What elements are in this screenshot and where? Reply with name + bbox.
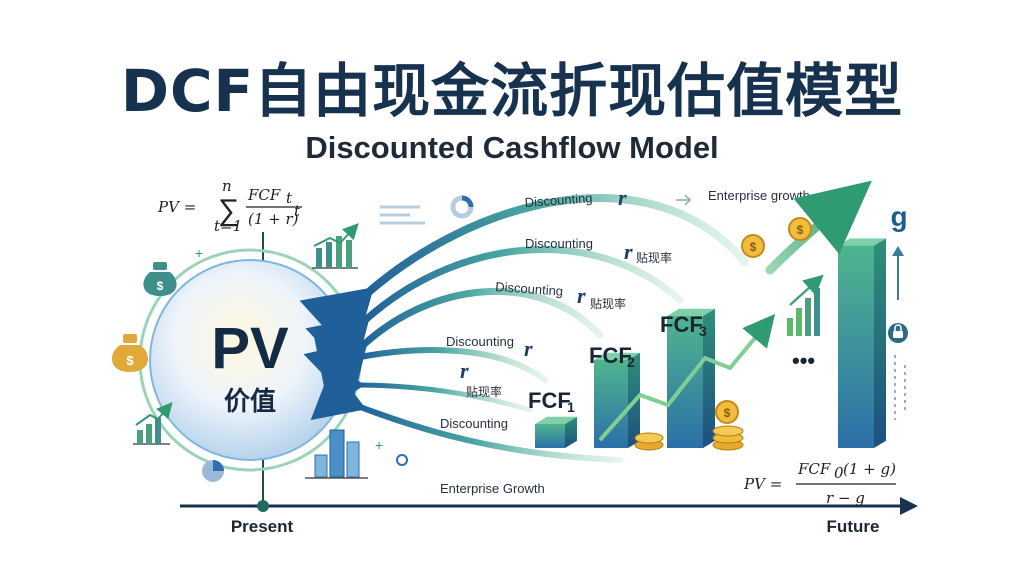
discounting-label-1: Discounting — [524, 190, 593, 210]
fcf-bar-top — [594, 352, 640, 360]
svg-text:FCF: FCF — [247, 186, 281, 204]
page-title: DCF自由现金流折现估值模型 — [120, 57, 904, 125]
small-arrow-icon — [676, 194, 692, 206]
svg-text:n: n — [222, 177, 232, 195]
discounting-label-5: Discounting — [440, 416, 508, 431]
discount-rate-label-1: 贴现率 — [636, 250, 672, 265]
fcf-bar-label: FCF — [589, 343, 632, 368]
svg-text:$: $ — [797, 223, 804, 237]
r-symbol-3: r — [577, 283, 586, 308]
discount-arrow-fcf3 — [299, 194, 749, 360]
svg-text:+: + — [375, 437, 383, 453]
svg-text:(1 + r): (1 + r) — [248, 210, 299, 228]
fcf-bar-side — [565, 416, 577, 448]
fcf-bar-side — [874, 238, 886, 448]
svg-text:r − g: r − g — [826, 489, 865, 507]
r-symbol-5: r — [460, 358, 469, 383]
lock-icon — [888, 323, 908, 343]
fcf-bar-side — [703, 308, 715, 448]
dotted-lines-right — [894, 355, 906, 420]
r-symbol-1: r — [618, 185, 627, 210]
discount-arrow-fcf2 — [303, 287, 604, 405]
donut-chart-icon — [450, 195, 474, 219]
growth-trend-line — [598, 313, 776, 442]
svg-text:PV =: PV = — [157, 198, 196, 216]
r-symbol-2: r — [624, 239, 633, 264]
fcf-bar-top — [667, 308, 715, 316]
fcf-bar — [838, 245, 874, 448]
svg-text:t=1: t=1 — [214, 217, 242, 235]
discount-rate-label-2: 贴现率 — [590, 296, 626, 311]
discounting-label-4: Discounting — [446, 334, 514, 349]
coin-stack-icon — [634, 425, 744, 451]
fcf-bar-top — [535, 416, 577, 424]
coin-icon: $ — [715, 400, 739, 424]
timeline-end-label: Future — [827, 517, 880, 536]
growth-up-arrowhead — [892, 246, 904, 256]
coin-icon: $ — [741, 234, 765, 258]
fcf-bar — [594, 360, 628, 448]
discount-arrow-short — [324, 359, 533, 413]
coin-icon: $ — [788, 217, 812, 241]
growth-arrow — [765, 180, 872, 275]
discounting-label-2: Discounting — [525, 236, 593, 251]
fcf-bar-sublabel: 2 — [627, 354, 635, 370]
pv-sum-formula: PV = ∑ n t=1 FCF t (1 + r) t — [157, 177, 302, 235]
timeline-arrowhead — [900, 497, 918, 515]
fcf-bar-label: ••• — [792, 348, 815, 373]
page-subtitle: Discounted Cashflow Model — [305, 130, 719, 165]
buildings-icon — [305, 429, 368, 479]
bar-chart-icon — [312, 223, 359, 269]
discounting-label-3: Discounting — [495, 279, 564, 299]
mini-bar-chart-icon — [787, 274, 824, 336]
timeline-start-label: Present — [231, 517, 294, 536]
discount-arrow-fcf2b — [305, 246, 684, 380]
svg-text:PV =: PV = — [743, 475, 782, 493]
svg-text:FCF: FCF — [797, 460, 831, 478]
svg-text:$: $ — [126, 353, 134, 368]
svg-text:$: $ — [750, 240, 757, 254]
svg-text:t: t — [294, 202, 301, 220]
fcf-bar-sublabel: 1 — [567, 399, 575, 415]
discount-rate-label-3: 贴现率 — [466, 384, 502, 399]
gordon-growth-formula: PV = FCF 0 (1 + g) r − g — [743, 460, 896, 507]
enterprise-growth-top-label: Enterprise growth — [708, 188, 810, 203]
fcf-bar — [535, 424, 565, 448]
r-symbol-4: r — [524, 336, 533, 361]
bar-chart-icon — [133, 401, 173, 445]
fcf-bar-label: FCF — [660, 312, 703, 337]
decorative-lines: + + — [195, 205, 425, 466]
pie-chart-icon — [202, 460, 224, 482]
fcf-bar-sublabel: 3 — [699, 323, 707, 339]
svg-text:+: + — [195, 245, 203, 261]
svg-text:t: t — [286, 189, 293, 207]
pv-cn-label: 价值 — [224, 386, 276, 416]
pv-label: PV — [211, 316, 289, 381]
discount-arrow-fcf1 — [313, 335, 548, 395]
discount-arrow-bottom — [310, 364, 623, 463]
fcf-bar-label: FCF — [528, 388, 571, 413]
money-bag-icon: $ — [143, 262, 177, 296]
growth-symbol: g — [890, 201, 907, 232]
svg-text:$: $ — [157, 279, 164, 293]
enterprise-growth-bottom-label: Enterprise Growth — [440, 481, 545, 496]
svg-text:∑: ∑ — [218, 194, 239, 227]
svg-text:$: $ — [724, 406, 731, 420]
money-bag-icon: $ — [111, 334, 149, 372]
svg-text:(1 + g): (1 + g) — [843, 460, 896, 478]
present-dot — [257, 500, 269, 512]
svg-text:0: 0 — [834, 464, 844, 482]
